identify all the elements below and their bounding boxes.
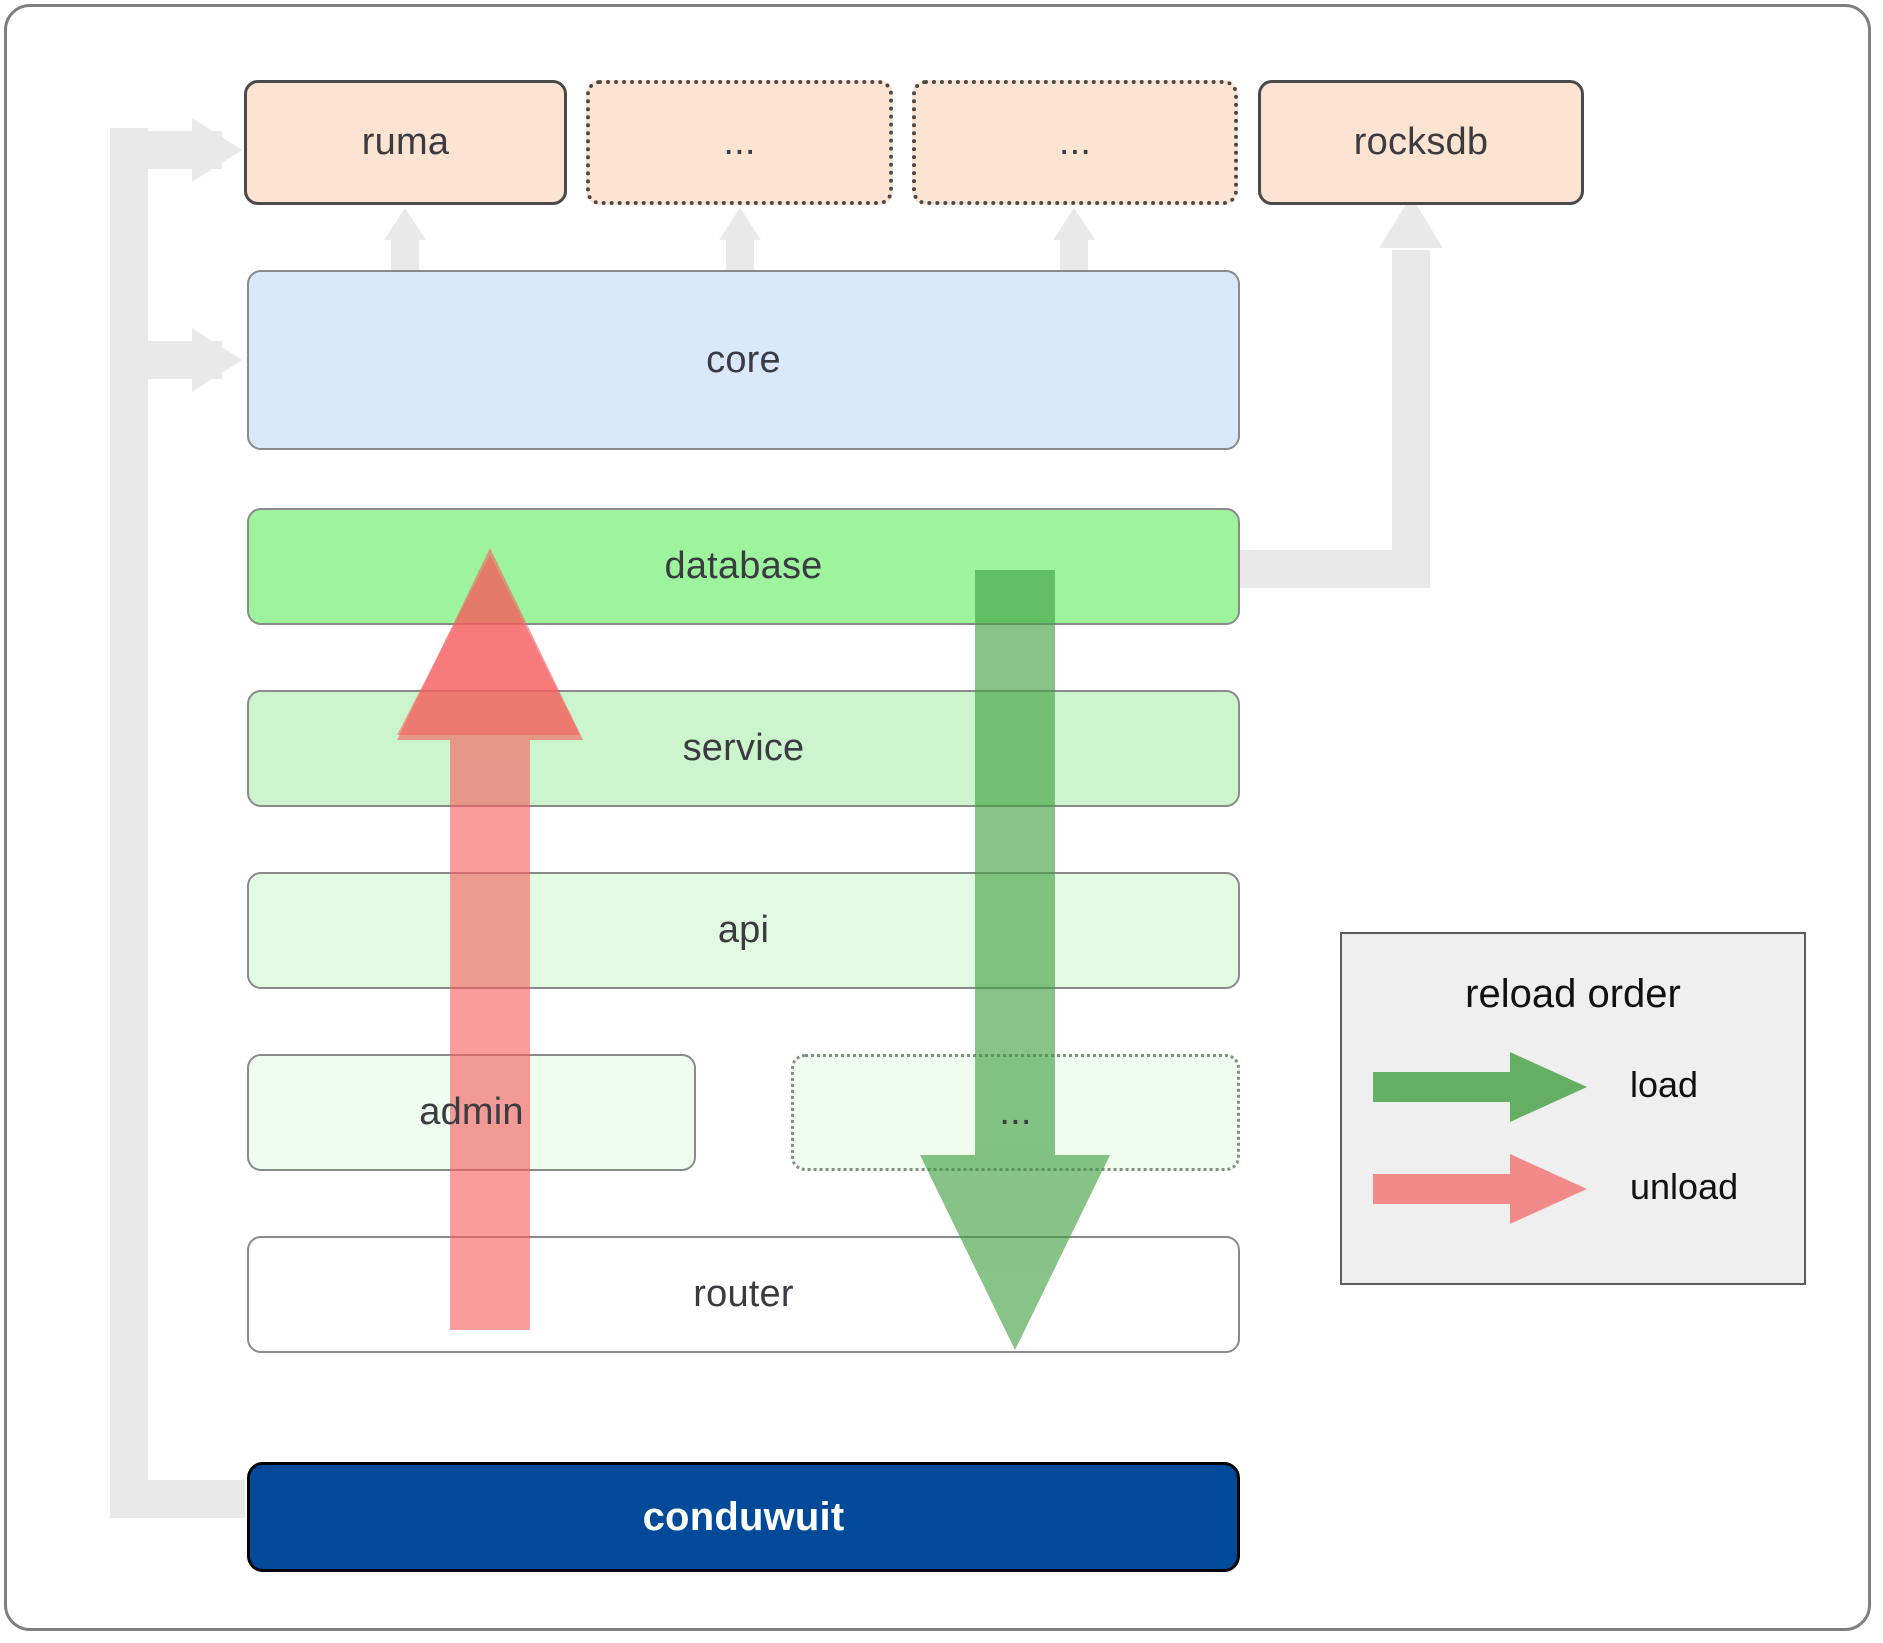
layer-label-ellipsis: ... (999, 1091, 1032, 1133)
layer-box-core[interactable]: core (247, 270, 1240, 450)
binary-label-conduwuit: conduwuit (642, 1494, 845, 1539)
layer-box-api[interactable]: api (247, 872, 1240, 989)
legend-arrows (1373, 1052, 1587, 1224)
layer-box-service[interactable]: service (247, 690, 1240, 807)
layer-label-core: core (706, 338, 781, 381)
layer-label-admin: admin (419, 1091, 524, 1133)
dependency-label-ruma: ruma (361, 121, 450, 163)
legend-title: reload order (1465, 972, 1681, 1016)
legend-label-load: load (1630, 1064, 1699, 1105)
legend-load-arrow (1373, 1052, 1587, 1122)
dependency-box-ellipsis-2[interactable]: ... (912, 80, 1238, 205)
legend-label-unload: unload (1630, 1166, 1739, 1207)
layer-box-admin[interactable]: admin (247, 1054, 696, 1171)
binary-box-conduwuit[interactable]: conduwuit (247, 1462, 1240, 1572)
dependency-box-ruma[interactable]: ruma (244, 80, 567, 205)
dependency-box-ellipsis-1[interactable]: ... (586, 80, 893, 205)
layer-label-router: router (693, 1273, 794, 1315)
dependency-box-rocksdb[interactable]: rocksdb (1258, 80, 1584, 205)
layer-label-database: database (664, 545, 823, 587)
layer-label-service: service (682, 727, 805, 769)
legend-unload-arrow (1373, 1154, 1587, 1224)
layer-box-router[interactable]: router (247, 1236, 1240, 1353)
layer-box-database[interactable]: database (247, 508, 1240, 625)
dependency-label-ellipsis-2: ... (1058, 121, 1092, 163)
legend-panel: reload order load unload (1340, 932, 1806, 1285)
dependency-label-rocksdb: rocksdb (1353, 121, 1489, 163)
layer-box-ellipsis[interactable]: ... (791, 1054, 1240, 1171)
diagram-frame (4, 4, 1871, 1631)
layer-label-api: api (717, 909, 770, 951)
dependency-label-ellipsis-1: ... (723, 121, 756, 163)
